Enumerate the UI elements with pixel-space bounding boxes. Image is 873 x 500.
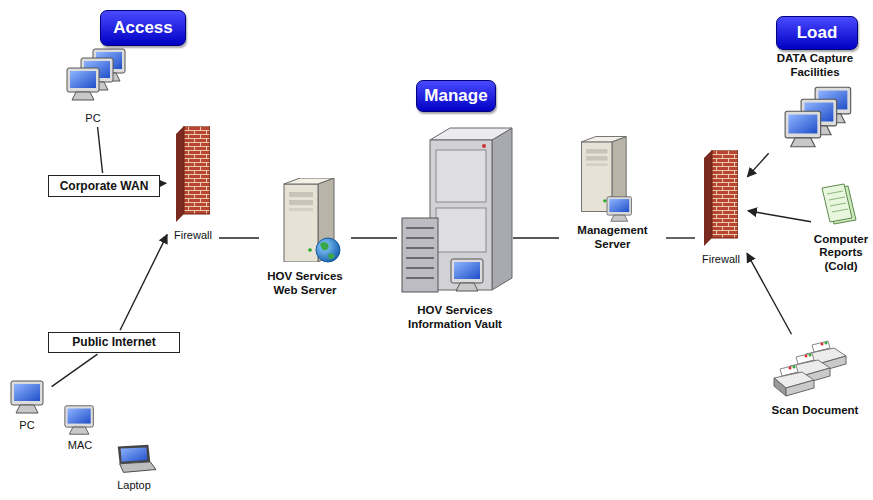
connector [98, 127, 103, 173]
report-node: Computer Reports (Cold) [813, 180, 869, 274]
node-label: Firewall [696, 253, 746, 266]
laptop-node: Laptop [108, 440, 160, 492]
node-label: Access [101, 18, 185, 38]
connector [162, 183, 166, 185]
pc-icon [11, 381, 43, 413]
connector [666, 237, 695, 238]
web-server-icon [284, 178, 340, 262]
node-label: Firewall [168, 229, 218, 242]
node-label: Public Internet [49, 335, 179, 349]
firewall-node: Firewall [168, 122, 218, 242]
pc-node: PC [4, 376, 50, 432]
node-label: Computer Reports (Cold) [813, 233, 869, 274]
node-label: Management Server [560, 224, 665, 252]
server-node: HOV Services Web Server [260, 174, 350, 298]
section-header: Manage [416, 80, 496, 112]
firewall-icon [704, 150, 738, 246]
report-document-icon [822, 184, 856, 224]
connector [748, 211, 811, 222]
node-label: Load [777, 23, 857, 43]
connector [747, 153, 768, 177]
scanner-icons [774, 341, 846, 396]
network-box: Corporate WAN [48, 175, 160, 197]
section-header: Load [776, 16, 858, 50]
node-label: HOV Services Web Server [260, 270, 350, 298]
scanner-node: Scan Document [764, 336, 866, 418]
capture-pc-icons [785, 87, 851, 147]
node-label: Corporate WAN [49, 179, 159, 193]
vault-node: HOV Services Information Vault [398, 124, 512, 332]
connector [513, 237, 559, 238]
node-label: PC [4, 419, 50, 432]
connector [219, 237, 259, 238]
pc-icons [67, 49, 125, 100]
mac-node: MAC [58, 400, 102, 452]
capture-node: DATA Capture Facilities [770, 52, 860, 152]
laptop-icon [118, 445, 156, 473]
section-header: Access [100, 10, 186, 46]
connector [52, 354, 98, 386]
node-label: Manage [417, 86, 495, 106]
node-label: DATA Capture Facilities [770, 52, 860, 80]
firewall-icon [176, 126, 210, 222]
network-box: Public Internet [48, 332, 180, 353]
node-label: Scan Document [764, 404, 866, 418]
node-label: HOV Services Information Vault [398, 304, 512, 332]
pc-node: PC [55, 45, 131, 125]
vault-icon [402, 128, 512, 292]
node-label: PC [55, 112, 131, 125]
node-label: Laptop [108, 479, 160, 492]
management-server-icon [582, 137, 632, 222]
connector [120, 235, 167, 331]
connector [351, 237, 397, 238]
server-node: Management Server [560, 130, 665, 252]
firewall-node: Firewall [696, 146, 746, 266]
connector [747, 253, 792, 334]
node-label: MAC [58, 439, 102, 452]
mac-icon [65, 406, 93, 434]
